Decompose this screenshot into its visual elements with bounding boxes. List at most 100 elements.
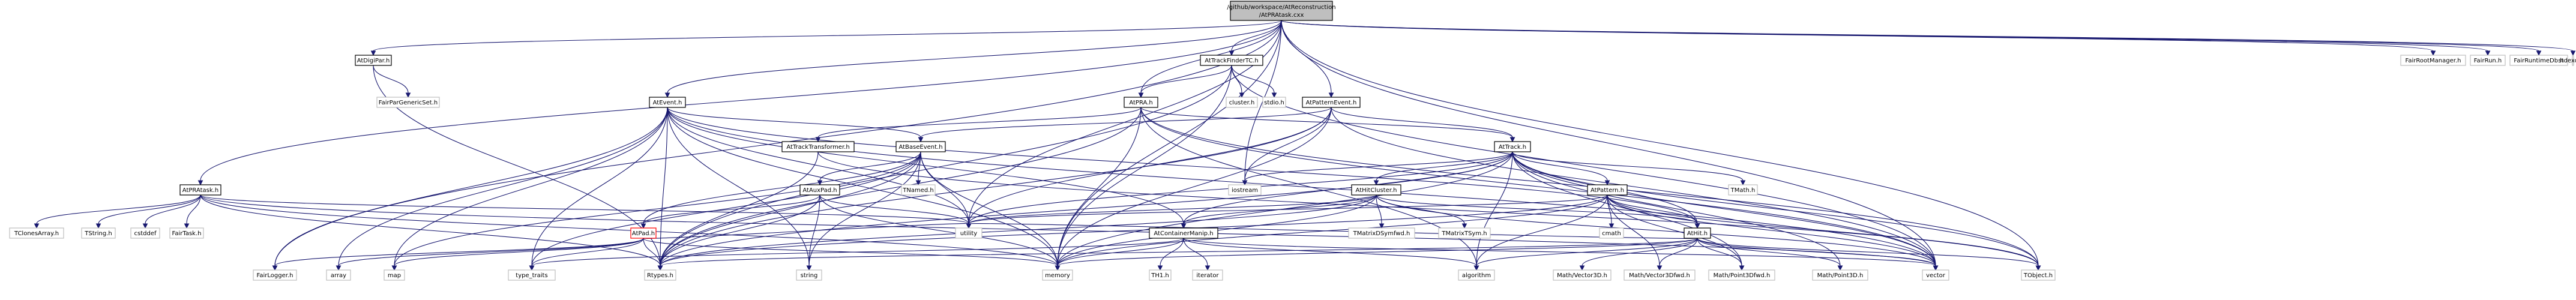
node-AtPattern[interactable]: AtPattern.h: [1587, 184, 1628, 196]
edge-AtBaseEvent-to-memory: [920, 151, 1061, 271]
node-stdio: stdio.h: [1262, 97, 1286, 108]
edge-root-to-FairRuntimeDb: [1281, 20, 2542, 56]
edge-AtHitCluster-to-TMatrixDSymfwd: [1376, 194, 1385, 229]
node-Rtypes: Rtypes.h: [644, 269, 676, 281]
node-TMatrixTSym: TMatrixTSym.h: [1438, 227, 1491, 239]
node-label: map: [388, 272, 401, 279]
dependency-nodes: /github/workspace/AtReconstruction/AtPRA…: [9, 1, 2576, 281]
edge-root-to-FairRootManager: [1281, 20, 2436, 56]
node-vector: vector: [1922, 269, 1949, 281]
edge-AtEvent-to-map: [391, 107, 668, 271]
edge-AtPRAtask-to-utility: [200, 194, 972, 229]
node-label: FairRun.h: [2474, 58, 2502, 64]
edge-AtHit-to-MathVector3Dfwd: [1657, 238, 1698, 271]
node-AtTrackFinderTC[interactable]: AtTrackFinderTC.h: [1200, 55, 1263, 66]
node-TMatrixDSymfwd: TMatrixDSymfwd.h: [1348, 227, 1415, 239]
node-AtHitCluster[interactable]: AtHitCluster.h: [1351, 184, 1401, 196]
node-stdexcept: stdexcept: [2558, 55, 2576, 66]
node-label-line2: /AtPRAtask.cxx: [1259, 12, 1304, 19]
edge-AtPRA-to-algorithm: [1140, 107, 1479, 271]
node-label: memory: [1045, 272, 1070, 279]
edge-root-to-stdexcept: [1281, 20, 2576, 56]
edge-AtTrackTransformer-to-Rtypes: [657, 151, 819, 271]
node-label: AtPRA.h: [1129, 100, 1152, 106]
node-label: AtBaseEvent.h: [898, 144, 942, 151]
node-FairParGenericSet: FairParGenericSet.h: [376, 97, 440, 108]
node-AtContainerManip[interactable]: AtContainerManip.h: [1149, 227, 1218, 239]
node-label: FairLogger.h: [257, 272, 293, 279]
edge-AtHit-to-vector: [1697, 238, 1939, 271]
edge-AtTrack-to-AtHitCluster: [1373, 151, 1513, 186]
node-memory: memory: [1042, 269, 1073, 281]
edge-AtPattern-to-utility: [966, 194, 1608, 229]
node-utility: utility: [955, 227, 983, 239]
edge-AtPad-to-map: [391, 238, 644, 271]
node-label: FairRuntimeDb.h: [2514, 58, 2563, 64]
node-iterator: iterator: [1192, 269, 1223, 281]
node-AtPRAtask[interactable]: AtPRAtask.h: [179, 184, 221, 196]
node-label: cluster.h: [1229, 100, 1255, 106]
node-TNamed: TNamed.h: [901, 184, 936, 196]
node-MathVector3Dfwd: Math/Vector3Dfwd.h: [1624, 269, 1696, 281]
node-label: AtDigiPar.h: [357, 58, 390, 64]
node-label: AtHit.h: [1687, 230, 1708, 237]
node-AtBaseEvent[interactable]: AtBaseEvent.h: [895, 141, 946, 152]
node-label: Rtypes.h: [647, 272, 673, 279]
edge-AtHit-to-MathPoint3Dfwd: [1697, 238, 1745, 271]
node-label: string: [801, 272, 818, 279]
node-MathPoint3Dfwd: Math/Point3Dfwd.h: [1708, 269, 1775, 281]
edge-AtPRA-to-AtTrack: [1140, 107, 1515, 143]
edge-AtContainerManip-to-algorithm: [1183, 238, 1479, 271]
node-FairTask: FairTask.h: [169, 227, 204, 239]
edge-AtHit-to-Rtypes: [657, 238, 1698, 271]
node-label: TClonesArray.h: [14, 230, 59, 237]
node-AtDigiPar[interactable]: AtDigiPar.h: [355, 55, 392, 66]
edge-AtTrackFinderTC-to-stdio: [1231, 65, 1277, 98]
edge-AtPRAtask-to-FairTask: [184, 194, 201, 229]
edge-AtBaseEvent-to-Rtypes: [657, 151, 921, 271]
node-MathVector3D: Math/Vector3D.h: [1553, 269, 1612, 281]
node-AtTrack[interactable]: AtTrack.h: [1494, 141, 1531, 152]
edge-AtPatternEvent-to-AtTrack: [1331, 107, 1515, 143]
node-type_traits: type_traits: [508, 269, 556, 281]
node-label: Math/Vector3Dfwd.h: [1629, 272, 1690, 279]
node-AtHit[interactable]: AtHit.h: [1684, 227, 1711, 239]
edge-root-to-utility: [966, 20, 1282, 229]
node-FairLogger: FairLogger.h: [253, 269, 297, 281]
node-AtTrackTransformer[interactable]: AtTrackTransformer.h: [781, 141, 855, 152]
node-label: algorithm: [1462, 272, 1491, 279]
node-AtAuxPad[interactable]: AtAuxPad.h: [799, 184, 840, 196]
dependency-edges: [34, 20, 2576, 271]
edge-AtPatternEvent-to-AtBaseEvent: [918, 107, 1332, 143]
node-label: Math/Vector3D.h: [1557, 272, 1607, 279]
edge-AtHit-to-utility: [966, 223, 1698, 239]
node-AtPatternEvent[interactable]: AtPatternEvent.h: [1302, 97, 1361, 108]
node-label: utility: [960, 230, 978, 237]
edge-AtContainerManip-to-type_traits: [529, 238, 1184, 271]
node-label: TMatrixDSymfwd.h: [1353, 230, 1410, 237]
node-label: FairParGenericSet.h: [379, 100, 438, 106]
node-TClonesArray: TClonesArray.h: [9, 227, 64, 239]
node-label: iostream: [1232, 187, 1258, 194]
edge-AtAuxPad-to-AtPad: [640, 194, 820, 229]
node-AtEvent[interactable]: AtEvent.h: [649, 97, 686, 108]
node-label: stdio.h: [1264, 100, 1284, 106]
edge-AtTrackFinderTC-to-AtPRA: [1138, 65, 1232, 98]
edge-AtTrackFinderTC-to-vector: [1231, 65, 1939, 271]
node-TString: TString.h: [81, 227, 116, 239]
node-AtPad[interactable]: AtPad.h: [630, 227, 657, 239]
node-label: AtEvent.h: [653, 100, 682, 106]
edge-root-to-AtPRAtask: [197, 20, 1282, 186]
node-label: Math/Point3D.h: [1817, 272, 1864, 279]
edge-AtHit-to-memory: [1055, 238, 1698, 271]
edge-AtTrack-to-MathPoint3Dfwd: [1512, 151, 1745, 271]
edge-AtPattern-to-memory: [1055, 194, 1608, 271]
node-label: TString.h: [84, 230, 112, 237]
node-label: array: [331, 272, 346, 279]
edge-AtPRA-to-AtTrackTransformer: [815, 107, 1142, 143]
node-label: TNamed.h: [902, 187, 933, 194]
edge-root-to-FairRun: [1281, 20, 2491, 56]
edge-AtTrack-to-TMath: [1512, 151, 1746, 186]
node-AtPRA[interactable]: AtPRA.h: [1124, 97, 1158, 108]
